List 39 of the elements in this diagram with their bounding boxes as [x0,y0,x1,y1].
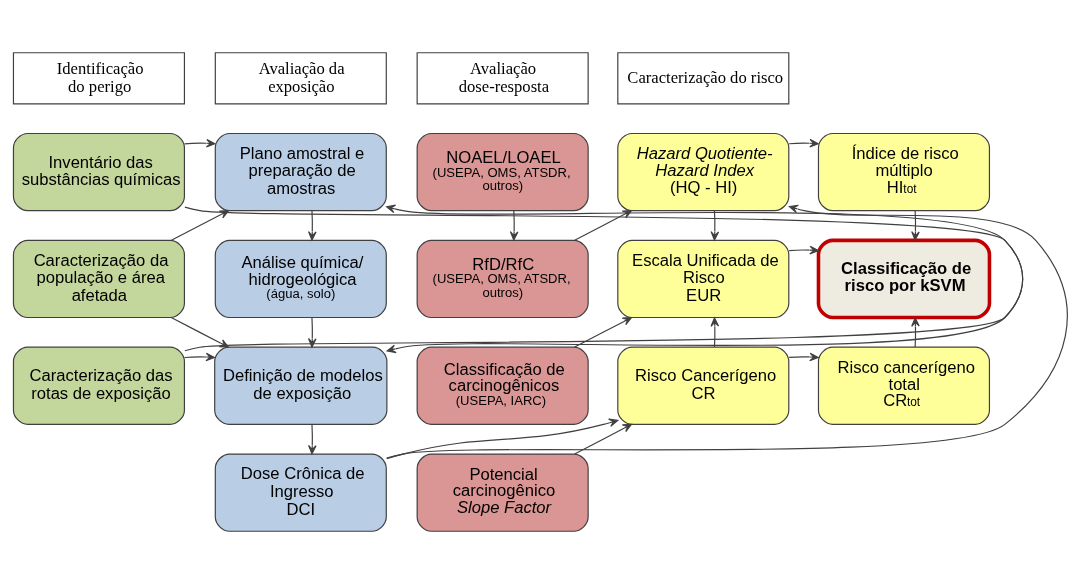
node-box: Potencial carcinogênico Slope Factor [416,453,589,532]
node-box: Avaliação dose-resposta [416,52,589,105]
arrow [788,352,819,362]
arrow [509,210,519,241]
node-box: Risco Cancerígeno CR [617,346,790,425]
node-box: Plano amostral e preparação de amostras [214,132,387,212]
node-box: Avaliação da exposição [214,52,387,105]
arrow [386,204,1068,459]
arrow [307,424,317,455]
arrow [307,317,317,348]
arrow [170,210,230,241]
arrow [183,138,216,148]
arrow [911,210,920,241]
arrow [710,210,720,241]
arrow [574,316,632,348]
arrow [386,418,619,460]
node-box: Definição de modelos de exposição [214,346,388,425]
arrow [911,317,920,348]
node-box: Caracterização da população e área afetada [12,239,186,319]
node-box: Dose Crônica de Ingresso DCI [214,453,387,532]
arrow [574,210,632,241]
arrow [574,423,632,455]
node-box: Inventário das substâncias químicas [12,132,186,212]
node-box: Hazard Quotiente- Hazard Index (HQ - HI) [617,132,790,212]
arrow [183,352,216,362]
node-box: Caracterização das rotas de exposição [12,346,186,425]
node-box: Índice de risco múltiplo HItot [817,132,991,212]
node-box: Escala Unificada de Risco EUR [617,239,790,319]
arrow [710,317,720,348]
node-box: Caracterização do risco [617,52,790,105]
node-box: Risco cancerígeno total CRtot [817,346,991,425]
node-box: Classificação de risco por kSVM [816,238,992,320]
node-box: Análise química/ hidrogeológica (água, solo) [214,239,387,319]
node-box: RfD/RfC (USEPA, OMS, ATSDR, outros) [416,239,589,319]
node-box: NOAEL/LOAEL (USEPA, OMS, ATSDR, outros) [416,132,589,212]
node-box: Identificação do perigo [12,52,186,105]
arrow [788,245,819,255]
node-box: Classificação de carcinogênicos (USEPA, IARC) [416,346,589,425]
arrow [788,138,819,148]
